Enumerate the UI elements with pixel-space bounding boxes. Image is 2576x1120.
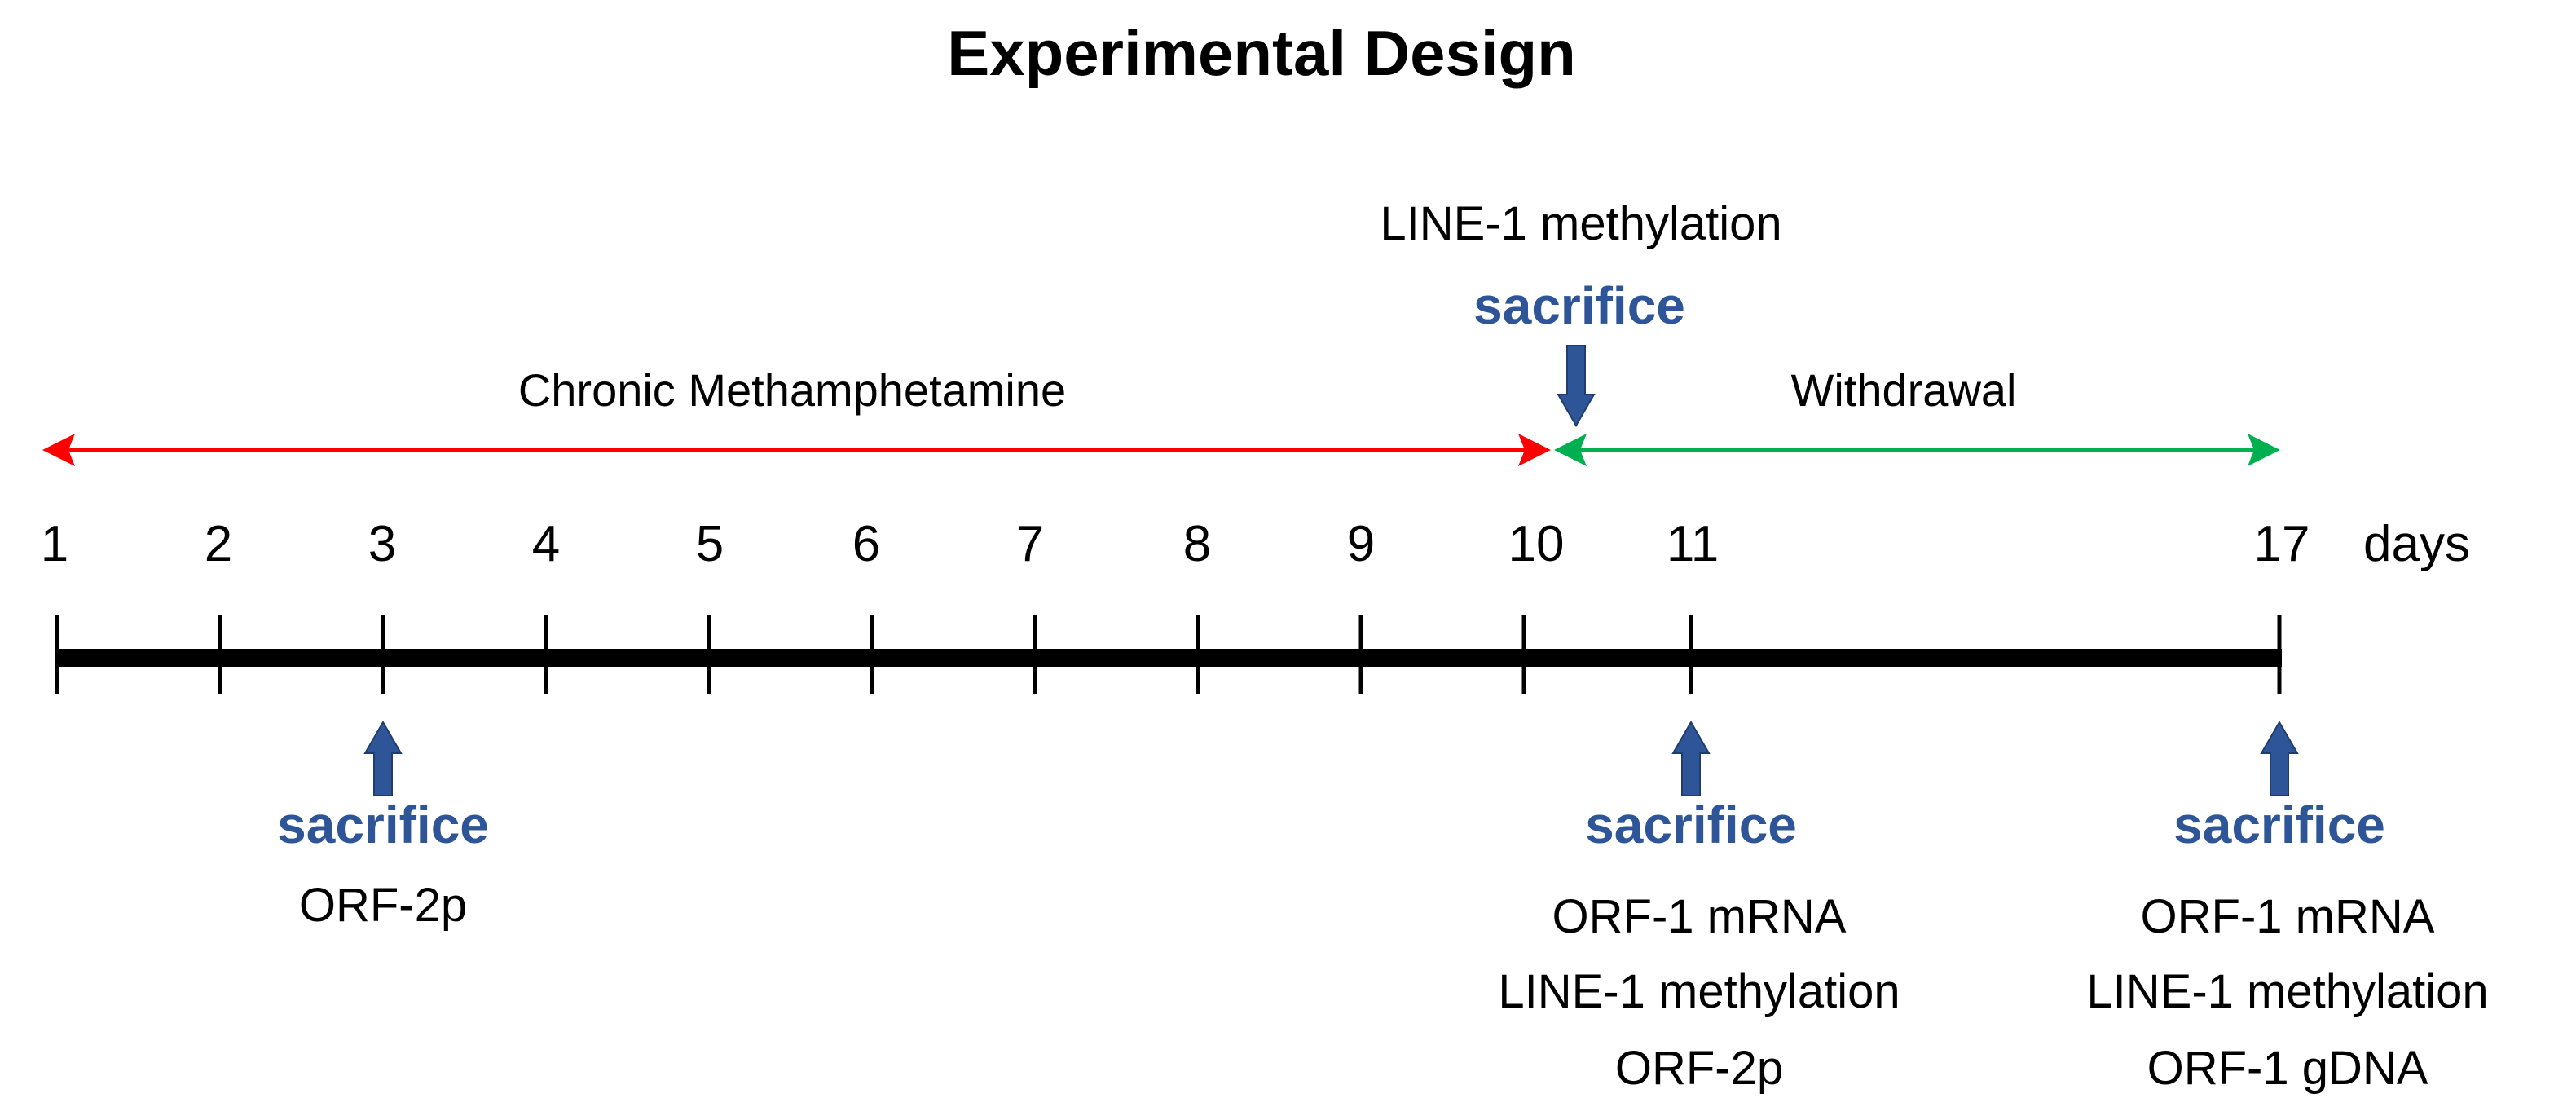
unit-label: days [2363,516,2470,572]
event-day-11: sacrifice ORF-1 mRNA LINE-1 methylation … [1498,721,1900,1095]
diagram-title: Experimental Design [947,17,1576,89]
down-arrow-icon [1557,345,1596,427]
day-label: 5 [696,516,724,572]
withdrawal-period-arrow-right-head [2248,434,2280,466]
day-label: 6 [852,516,880,572]
event-measure: ORF-2p [299,879,467,932]
up-arrow-icon [2260,721,2299,796]
day-label: 17 [2254,516,2310,572]
event-day-17: sacrifice ORF-1 mRNA LINE-1 methylation … [2086,721,2489,1095]
chronic-period-arrow-left-head [42,434,75,466]
up-arrow-icon [1671,721,1711,796]
day-label: 1 [41,516,68,572]
day-label: 8 [1183,516,1211,572]
sacrifice-label: sacrifice [2173,796,2385,854]
event-measure: LINE-1 methylation [2086,965,2488,1018]
sacrifice-label: sacrifice [1473,276,1685,335]
day-label: 11 [1667,516,1719,572]
period-chronic-methamphetamine: Chronic Methamphetamine [42,364,1551,466]
event-day-3: sacrifice ORF-2p [277,721,489,932]
day-label: 4 [532,516,560,572]
up-arrow-icon [363,721,403,796]
chronic-period-arrow-right-head [1518,434,1551,466]
event-measure: ORF-2p [1615,1042,1783,1095]
withdrawal-period-arrow-left-head [1554,434,1587,466]
day-label: 2 [205,516,232,572]
day-label: 10 [1508,516,1565,572]
event-measure: LINE-1 methylation [1498,965,1900,1018]
sacrifice-label: sacrifice [1585,796,1797,854]
event-measure: ORF-1 mRNA [1552,890,1847,943]
withdrawal-period-label: Withdrawal [1791,364,2017,416]
event-measure: ORF-1 gDNA [2147,1042,2428,1095]
period-withdrawal: Withdrawal [1554,364,2280,466]
event-day-10: LINE-1 methylation sacrifice [1380,197,1782,427]
timeline [55,615,2282,694]
day-labels: 1 2 3 4 5 6 7 8 9 10 11 17 days [41,516,2470,572]
day-label: 9 [1347,516,1375,572]
event-measure: LINE-1 methylation [1380,197,1781,250]
chronic-period-label: Chronic Methamphetamine [518,364,1066,416]
sacrifice-label: sacrifice [277,796,489,854]
day-label: 7 [1016,516,1044,572]
day-label: 3 [368,516,396,572]
event-measure: ORF-1 mRNA [2141,890,2435,943]
